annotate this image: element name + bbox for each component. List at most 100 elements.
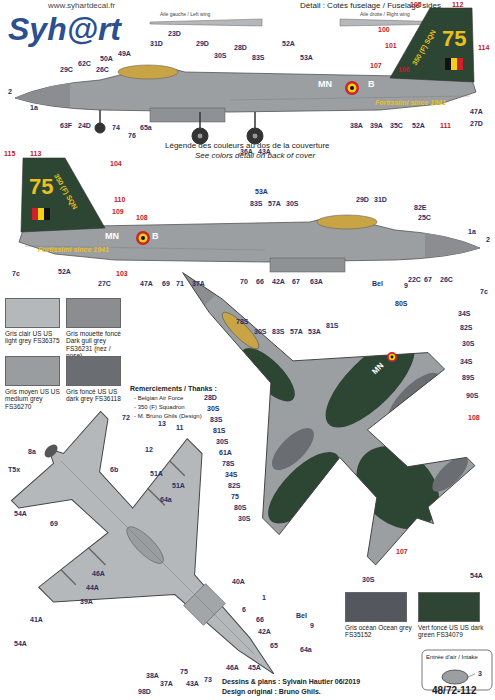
leader-line bbox=[468, 674, 475, 677]
color-swatch bbox=[5, 356, 60, 386]
callout-number: 67 bbox=[424, 276, 432, 283]
callout-number: 66 bbox=[256, 616, 264, 623]
aircraft-marking: MN bbox=[318, 80, 332, 89]
callout-number: 53A bbox=[300, 54, 313, 61]
callout-number: 51A bbox=[172, 482, 185, 489]
callout-number: 47A bbox=[470, 108, 483, 115]
note-text: Aile gauche / Left wing bbox=[160, 12, 210, 17]
callout-number: 1a bbox=[30, 104, 38, 111]
callout-number: 80S bbox=[234, 504, 246, 511]
aircraft-marking: B bbox=[398, 337, 408, 347]
callout-number: 76 bbox=[128, 132, 136, 139]
callout-number: 37A bbox=[192, 280, 205, 287]
callout-number: 83S bbox=[210, 416, 222, 423]
callout-number: 66 bbox=[256, 278, 264, 285]
callout-number: 98D bbox=[138, 688, 151, 695]
callout-number: Dessins & plans : Sylvain Hautier 06/201… bbox=[222, 678, 360, 685]
callout-number: 112 bbox=[452, 1, 463, 8]
callout-number: 73 bbox=[204, 676, 212, 683]
callout-number: 90S bbox=[466, 392, 478, 399]
callout-number: 65a bbox=[140, 124, 152, 131]
callout-number: 81S bbox=[213, 427, 225, 434]
callout-number: 49A bbox=[118, 50, 131, 57]
callout-number: 110 bbox=[114, 196, 125, 203]
callout-number: 2 bbox=[8, 88, 12, 95]
callout-number: 63F bbox=[60, 122, 72, 129]
callout-number: 57A bbox=[290, 328, 303, 335]
callout-number: 100 bbox=[378, 26, 390, 33]
callout-number: 78S bbox=[222, 460, 234, 467]
callout-number: 34S bbox=[225, 471, 237, 478]
legend-text: Gris océan Ocean grey FS35152 bbox=[345, 624, 413, 639]
callout-number: 37A bbox=[160, 680, 173, 687]
callout-number: 104 bbox=[110, 160, 122, 167]
bottom-view bbox=[0, 373, 348, 700]
callout-number: 1a bbox=[468, 228, 476, 235]
callout-number: 29D bbox=[356, 196, 369, 203]
note-text: - M. Bruno Ghils (Design) bbox=[134, 413, 202, 419]
callout-number: 52A bbox=[412, 122, 425, 129]
note-text: Aile droite / Right wing bbox=[360, 12, 410, 17]
callout-number: 12 bbox=[145, 446, 153, 453]
landing-gear bbox=[95, 110, 263, 144]
callout-number: 75 bbox=[180, 668, 188, 675]
callout-number: 67 bbox=[292, 278, 300, 285]
callout-number: 64a bbox=[160, 496, 172, 503]
callout-number: Bel bbox=[296, 612, 307, 619]
callout-number: 82E bbox=[414, 204, 426, 211]
callout-number: Bel bbox=[372, 280, 383, 287]
callout-number: 42A bbox=[258, 628, 271, 635]
callout-number: 7c bbox=[480, 288, 488, 295]
callout-number: 36A bbox=[240, 148, 253, 155]
callout-number: 9 bbox=[404, 282, 408, 289]
callout-number: 28D bbox=[204, 394, 217, 401]
callout-number: 114 bbox=[478, 44, 489, 51]
callout-number: 26C bbox=[440, 276, 453, 283]
callout-number: 83S bbox=[272, 328, 284, 335]
callout-number: 7c bbox=[12, 270, 20, 277]
note-text: - 350 (F) Squadron bbox=[134, 404, 185, 410]
aircraft-marking: MN bbox=[105, 232, 119, 241]
callout-number: 50A bbox=[100, 55, 113, 62]
callout-number: 106 bbox=[398, 66, 410, 73]
callout-number: 75 bbox=[231, 493, 239, 500]
callout-number: 30S bbox=[238, 515, 250, 522]
aircraft-marking: Fortissimi since 1941 bbox=[38, 246, 109, 253]
callout-number: 30S bbox=[254, 328, 266, 335]
callout-number: 6b bbox=[110, 466, 118, 473]
callout-number: 82S bbox=[460, 324, 472, 331]
legend-text: Gris moyen US US medium grey FS36270 bbox=[5, 388, 66, 410]
callout-number: 29C bbox=[60, 66, 73, 73]
callout-number: 69 bbox=[162, 280, 170, 287]
callout-number: 11 bbox=[176, 424, 183, 431]
callout-number: 2 bbox=[486, 236, 490, 243]
callout-number: 54A bbox=[470, 572, 483, 579]
aircraft-marking: 75 bbox=[442, 28, 466, 50]
callout-number: 9 bbox=[310, 622, 314, 629]
callout-number: 64a bbox=[300, 646, 312, 653]
callout-number: 69 bbox=[50, 520, 58, 527]
callout-number: Design original : Bruno Ghils. bbox=[222, 688, 321, 695]
callout-number: 27D bbox=[470, 120, 483, 127]
legend-text: Vert foncé US US dark green FS34079 bbox=[418, 624, 486, 639]
callout-number: 40A bbox=[232, 578, 245, 585]
legend-text: Gris clair US US light grey FS36375 bbox=[5, 330, 66, 345]
callout-number: 39A bbox=[80, 598, 93, 605]
callout-number: 43A bbox=[186, 680, 199, 687]
side-view-mirrored bbox=[19, 158, 480, 272]
callout-number: 31D bbox=[374, 196, 387, 203]
callout-number: 38A bbox=[350, 122, 363, 129]
callout-number: 61A bbox=[219, 449, 232, 456]
callout-number: 34S bbox=[460, 358, 472, 365]
callout-number: 70 bbox=[240, 278, 248, 285]
callout-number: 30S bbox=[216, 438, 228, 445]
callout-number: 52A bbox=[282, 40, 295, 47]
color-swatch bbox=[66, 298, 121, 328]
callout-number: 78S bbox=[236, 318, 248, 325]
callout-number: 113 bbox=[30, 150, 41, 157]
callout-number: 107 bbox=[370, 62, 382, 69]
intake-box bbox=[422, 650, 492, 690]
callout-number: 108 bbox=[136, 214, 148, 221]
callout-number: 34S bbox=[458, 310, 470, 317]
note-text: See colors detail on back of cover bbox=[195, 152, 315, 160]
